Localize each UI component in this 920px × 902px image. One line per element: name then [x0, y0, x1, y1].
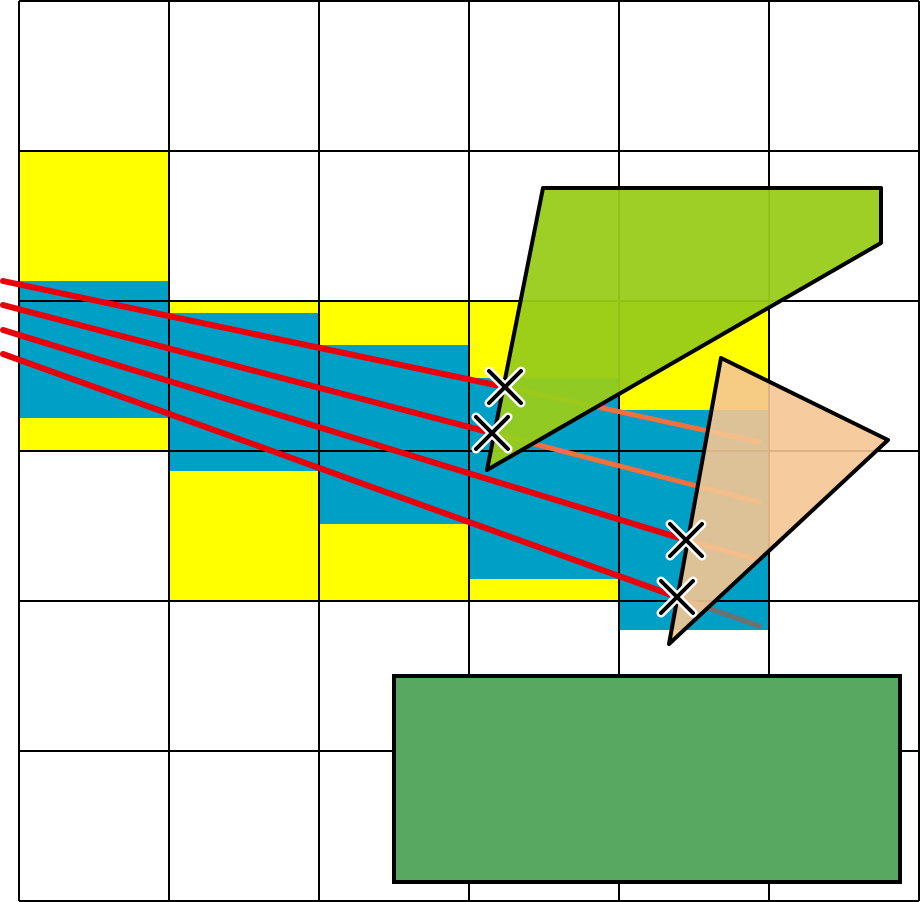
beam-segment	[169, 313, 319, 471]
ray	[0, 278, 508, 390]
ray	[0, 302, 495, 436]
intersection-markers	[471, 366, 707, 618]
cross-mark-icon	[471, 412, 513, 454]
green-polygon	[485, 186, 883, 472]
green-rectangle	[392, 674, 902, 884]
cross-mark-icon	[665, 519, 707, 561]
rays	[0, 278, 689, 600]
cross-mark-icon	[484, 366, 526, 408]
peach-triangle	[667, 356, 890, 646]
ray	[0, 327, 689, 543]
beam-segment	[19, 281, 169, 418]
cross-mark-icon	[656, 576, 698, 618]
ray	[0, 351, 680, 600]
